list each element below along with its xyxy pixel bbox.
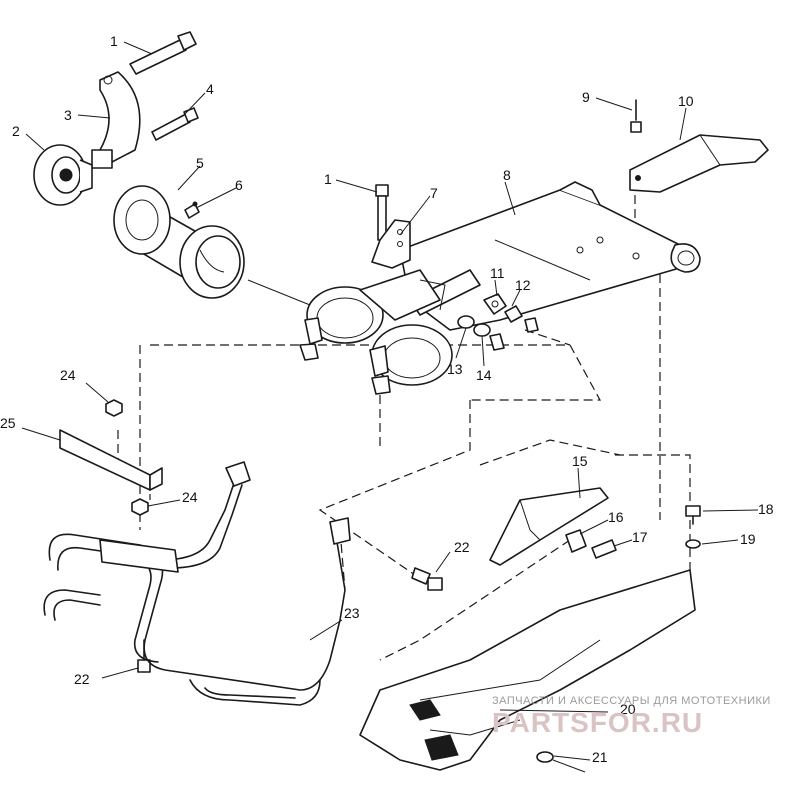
nut-part-24-upper	[105, 399, 123, 417]
callout-labels: 1 2 3 4 5 6 1 7 8 9 10 11 12 13 14 15 16…	[0, 33, 774, 765]
bolt-part-1-top	[129, 31, 197, 75]
bolt-part-17	[591, 539, 617, 559]
callout-21: 21	[592, 749, 608, 765]
bolt-part-22-upper	[411, 567, 443, 591]
bracket-part-7	[371, 219, 411, 269]
bearing-part-2	[33, 144, 93, 206]
callout-2: 2	[12, 123, 20, 139]
callout-22a: 22	[454, 539, 470, 555]
clamp-rings	[299, 269, 453, 395]
bolt-part-18	[685, 505, 701, 525]
callout-24b: 24	[182, 489, 198, 505]
callout-15: 15	[572, 453, 588, 469]
callout-9: 9	[582, 89, 590, 105]
callout-18: 18	[758, 501, 774, 517]
pin-part-21	[536, 751, 586, 773]
nut-part-24-lower	[131, 498, 149, 516]
callout-4: 4	[206, 81, 214, 97]
screw-part-9	[630, 99, 642, 133]
callout-12: 12	[515, 277, 531, 293]
callout-8: 8	[503, 167, 511, 183]
callout-11: 11	[490, 265, 505, 281]
callout-1: 1	[110, 33, 118, 49]
callout-19: 19	[740, 531, 756, 547]
leader-lines	[21, 41, 759, 761]
rear-bumper-part-23	[43, 461, 351, 706]
watermark: ЗАПЧАСТИ И АКСЕССУАРЫ ДЛЯ МОТОТЕХНИКИ PA…	[492, 695, 771, 738]
callout-16: 16	[608, 509, 624, 525]
callout-3: 3	[64, 107, 72, 123]
callout-1b: 1	[324, 171, 332, 187]
watermark-logo: PARTSFOR.RU	[492, 707, 703, 738]
callout-5: 5	[196, 155, 204, 171]
spacer-part-16	[565, 529, 587, 553]
guide-part-15	[489, 487, 609, 566]
callout-22b: 22	[74, 671, 90, 687]
plate-part-25	[59, 429, 163, 491]
chain-guard-part-20	[359, 569, 696, 771]
washer-part-19	[685, 539, 701, 549]
clamp-bracket-part-3	[91, 71, 141, 169]
callout-6: 6	[235, 177, 243, 193]
callout-23: 23	[344, 605, 360, 621]
swing-arm-part-8	[399, 181, 701, 331]
callout-14: 14	[476, 367, 492, 383]
watermark-tagline: ЗАПЧАСТИ И АКСЕССУАРЫ ДЛЯ МОТОТЕХНИКИ	[492, 695, 771, 707]
callout-24a: 24	[60, 367, 76, 383]
fasteners-part-11-14	[457, 293, 539, 351]
callout-25: 25	[0, 415, 16, 431]
callout-20: 20	[620, 701, 636, 717]
axle-tube-part-5	[113, 185, 311, 306]
chain-guide-part-10	[629, 134, 769, 193]
bolt-part-4	[151, 107, 199, 141]
callout-17: 17	[632, 529, 648, 545]
callout-13: 13	[447, 361, 463, 377]
callout-10: 10	[678, 93, 694, 109]
grease-fitting-part-6	[184, 201, 200, 219]
callout-7: 7	[430, 185, 438, 201]
